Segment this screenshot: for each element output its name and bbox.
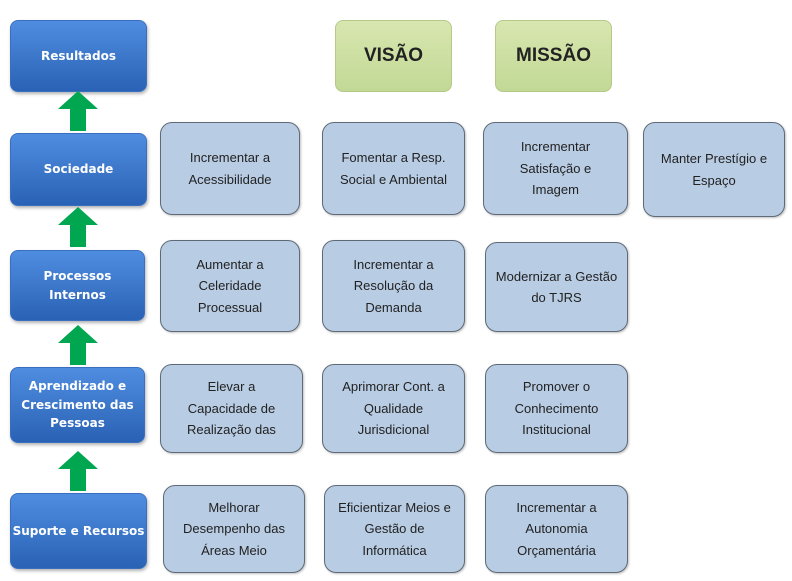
perspective-sociedade: Sociedade	[10, 133, 147, 206]
objective: Melhorar Desempenho das Áreas Meio	[163, 485, 305, 573]
up-arrow-icon	[58, 325, 98, 365]
perspective-resultados: Resultados	[10, 20, 147, 92]
vision-header: VISÃO	[335, 20, 452, 92]
mission-header: MISSÃO	[495, 20, 612, 92]
objective: Manter Prestígio e Espaço	[643, 122, 785, 217]
up-arrow-icon	[58, 91, 98, 131]
objective: Incrementar Satisfação e Imagem	[483, 122, 628, 215]
up-arrow-icon	[58, 207, 98, 247]
objective: Eficientizar Meios e Gestão de Informáti…	[324, 485, 465, 573]
objective: Fomentar a Resp. Social e Ambiental	[322, 122, 465, 215]
objective: Elevar a Capacidade de Realização das	[160, 364, 303, 453]
up-arrow-icon	[58, 451, 98, 491]
perspective-suporte: Suporte e Recursos	[10, 493, 147, 569]
objective: Incrementar a Acessibilidade	[160, 122, 300, 215]
objective: Aumentar a Celeridade Processual	[160, 240, 300, 332]
perspective-aprendizado: Aprendizado e Crescimento das Pessoas	[10, 367, 145, 443]
objective: Incrementar a Autonomia Orçamentária	[485, 485, 628, 573]
objective: Modernizar a Gestão do TJRS	[485, 242, 628, 332]
objective: Promover o Conhecimento Institucional	[485, 364, 628, 453]
perspective-processos-internos: Processos Internos	[10, 250, 145, 321]
objective: Aprimorar Cont. a Qualidade Jurisdiciona…	[322, 364, 465, 453]
objective: Incrementar a Resolução da Demanda	[322, 240, 465, 332]
